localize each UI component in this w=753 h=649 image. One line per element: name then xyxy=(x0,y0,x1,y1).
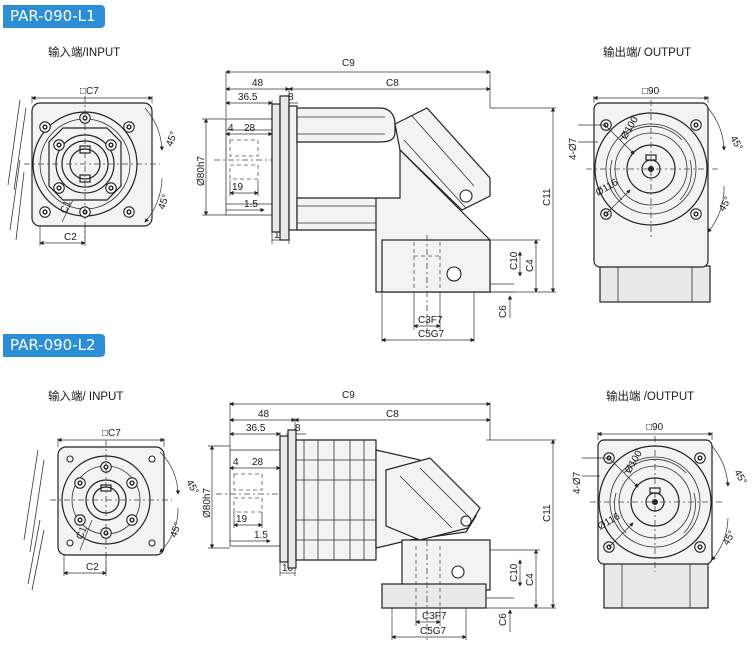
side-view-l2: C9 48 C8 36.5 8 4 28 Ø80h7 19 1.5 xyxy=(202,390,556,640)
dim-36-5-l2: 36.5 xyxy=(246,423,266,434)
input-view-l1: 输入端/INPUT xyxy=(7,45,180,246)
dim-c6-l1: C6 xyxy=(498,305,509,318)
dim-c4-l1: C4 xyxy=(525,259,536,272)
input-housing-l2 xyxy=(57,446,165,556)
dim-c1-l2: C1 xyxy=(75,525,90,541)
dim-c2-l1: C2 xyxy=(64,232,77,243)
dim-c7-l2: □C7 xyxy=(102,428,121,439)
screw-icon xyxy=(126,514,138,526)
input-housing-l1 xyxy=(31,102,153,227)
dim-c10-l1: C10 xyxy=(509,251,520,270)
angle-45-top-input-l2: 45° xyxy=(183,478,200,497)
dim-c5-l2: C5G7 xyxy=(420,626,447,637)
dim-c6-l2: C6 xyxy=(498,613,509,626)
dim-sq90-l2: □90 xyxy=(646,422,664,433)
angle-45-top-output-l2: 45° xyxy=(731,468,748,487)
screw-icon xyxy=(74,477,86,489)
dim-36-5-l1: 36.5 xyxy=(238,92,258,103)
screw-icon xyxy=(123,206,135,218)
dim-c8-l1: C8 xyxy=(386,78,399,89)
screw-icon xyxy=(53,139,65,151)
dim-c11-l2: C11 xyxy=(542,504,553,522)
dim-48-l2: 48 xyxy=(258,409,270,420)
dim-c3-l1: C3F7 xyxy=(418,315,443,326)
output-title-l2: 输出端 /OUTPUT xyxy=(606,389,694,403)
dim-c7-l1: □C7 xyxy=(80,86,99,97)
section-l1: 输入端/INPUT xyxy=(7,45,744,343)
side-view-l1: C9 48 C8 36.5 8 4 28 Ø80h7 19 1.5 xyxy=(196,58,556,343)
screw-icon xyxy=(690,208,702,220)
output-view-l1: 输出端/ OUTPUT □90 Ø100 Ø116 4-Ø7 xyxy=(568,45,744,303)
dim-dia80-l2: Ø80h7 xyxy=(202,488,213,518)
dim-1-5-l2: 1.5 xyxy=(254,530,268,541)
input-title-l1-text: 输入端/INPUT xyxy=(48,45,120,59)
screw-icon xyxy=(123,121,135,133)
dim-1-5-l1: 1.5 xyxy=(244,199,258,210)
dim-19-l1: 19 xyxy=(232,182,244,193)
dim-28-l1: 28 xyxy=(244,123,256,134)
dim-holes-l2: 4-Ø7 xyxy=(572,471,583,494)
dim-c11-l1: C11 xyxy=(542,188,553,206)
model-tag-l2: PAR-090-L2 xyxy=(3,334,105,357)
screw-icon xyxy=(39,206,51,218)
screw-icon xyxy=(74,514,86,526)
dim-4-l2: 4 xyxy=(233,457,239,468)
dim-dia80-l1: Ø80h7 xyxy=(196,156,207,186)
dim-8-l2: 8 xyxy=(295,423,301,434)
dim-c2-l2: C2 xyxy=(86,562,99,573)
screw-icon xyxy=(105,182,117,194)
dim-8-l1: 8 xyxy=(288,92,294,103)
screw-icon xyxy=(690,119,702,131)
angle-45-bot-output-l2: 45° xyxy=(721,529,738,548)
angle-45-bot-input-l1: 45° xyxy=(156,193,172,211)
angle-45-bot-output-l1: 45° xyxy=(717,195,734,214)
dim-19-l2: 19 xyxy=(236,514,248,525)
angle-45-top-input-l1: 45° xyxy=(164,130,180,148)
dim-c9-l2: C9 xyxy=(342,390,355,401)
screw-icon xyxy=(39,121,51,133)
dim-c10-l2: C10 xyxy=(509,563,520,582)
screw-icon xyxy=(126,477,138,489)
dim-c3-l2: C3F7 xyxy=(422,611,447,622)
input-title-l2: 输入端/ INPUT xyxy=(48,389,123,403)
dim-c4-l2: C4 xyxy=(525,573,536,586)
input-view-l2: 输入端/ INPUT □C7 45° 45° xyxy=(23,389,200,591)
dim-sq90-l1: □90 xyxy=(642,86,660,97)
angle-45-bot-input-l2: 45° xyxy=(168,521,184,539)
dim-c8-l2: C8 xyxy=(386,409,399,420)
dim-c1-l1: C1 xyxy=(59,199,74,215)
dim-holes-l1: 4-Ø7 xyxy=(568,137,579,160)
dim-4-l1: 4 xyxy=(228,123,234,134)
screw-icon xyxy=(105,139,117,151)
dim-c5-l1: C5G7 xyxy=(418,329,445,340)
dim-c9-l1: C9 xyxy=(342,58,355,69)
model-tag-l1: PAR-090-L1 xyxy=(3,5,105,28)
dim-28-l2: 28 xyxy=(252,457,264,468)
angle-45-top-output-l1: 45° xyxy=(727,134,744,153)
screw-icon xyxy=(694,541,706,553)
screw-icon xyxy=(53,182,65,194)
output-view-l2: 输出端 /OUTPUT □90 Ø100 Ø116 4-Ø7 xyxy=(572,389,748,609)
dim-48-l1: 48 xyxy=(252,78,264,89)
section-l2: 输入端/ INPUT □C7 45° 45° xyxy=(23,389,748,640)
output-title-l1: 输出端/ OUTPUT xyxy=(603,45,691,59)
screw-icon xyxy=(694,452,706,464)
